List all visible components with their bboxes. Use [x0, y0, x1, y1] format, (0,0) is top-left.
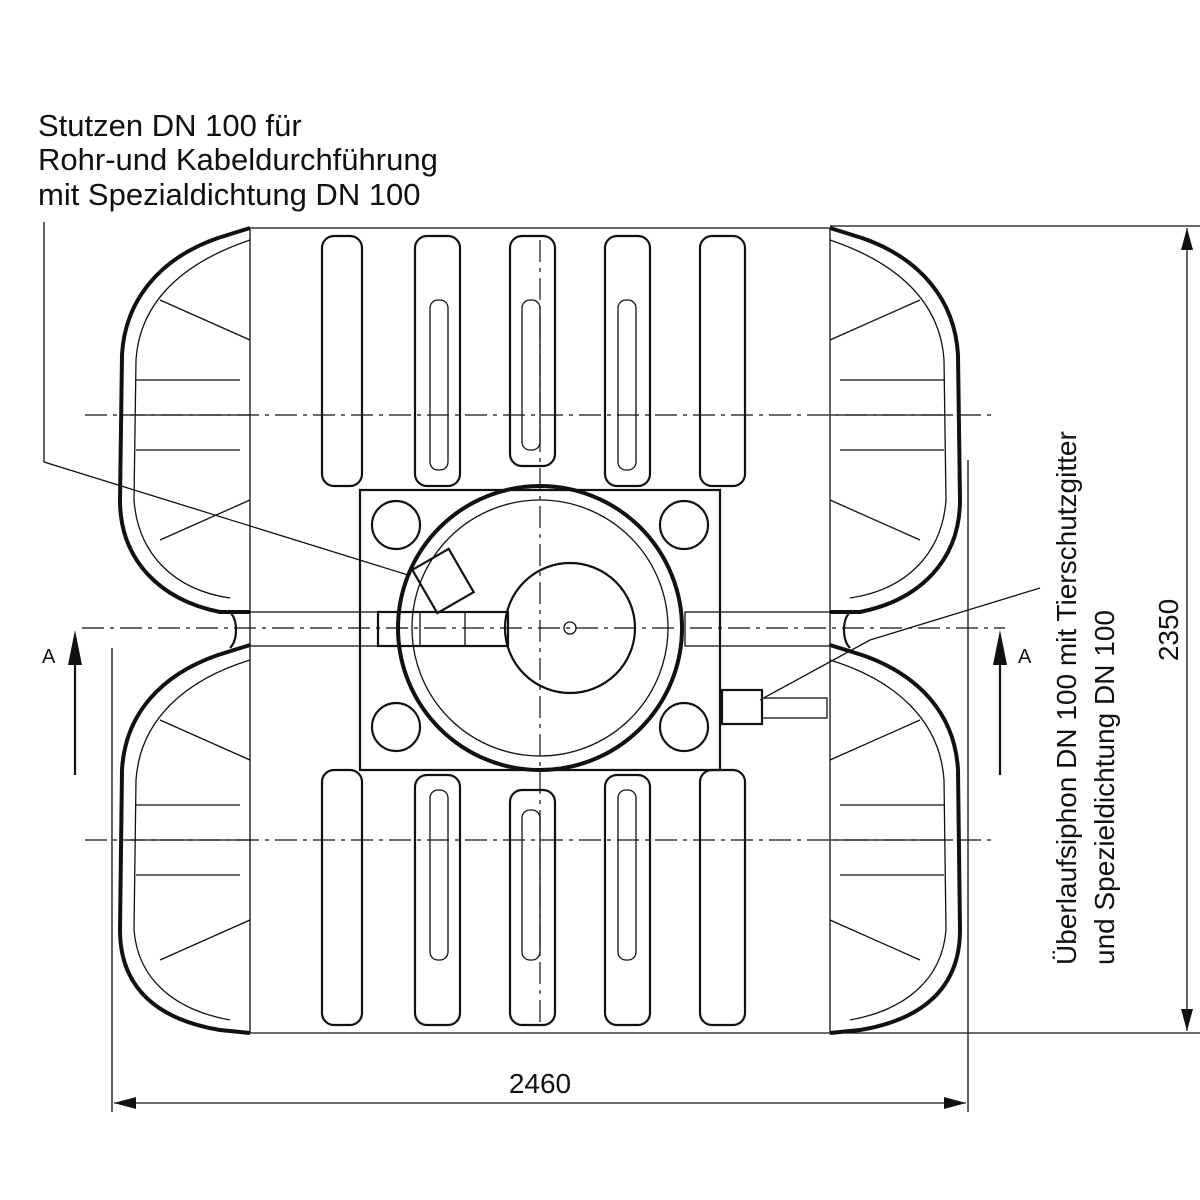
center-lines: [82, 240, 1005, 1025]
height-dimension: 2350: [830, 225, 1200, 1034]
inlet-callout: Stutzen DN 100 für Rohr-und Kabeldurchfü…: [38, 108, 438, 576]
inlet-callout-line-2: Rohr-und Kabeldurchführung: [38, 142, 438, 177]
section-marker-left: A: [42, 630, 82, 775]
overflow-callout-line-2: und Spezieldichtung DN 100: [1089, 610, 1120, 965]
overflow-callout-line-1: Überlaufsiphon DN 100 mit Tierschutzgitt…: [1051, 431, 1082, 965]
overflow-siphon: [720, 688, 828, 726]
inlet-callout-line-3: mit Spezialdichtung DN 100: [38, 177, 421, 212]
overflow-callout: Überlaufsiphon DN 100 mit Tierschutzgitt…: [1051, 431, 1120, 965]
width-dimension: 2460: [111, 460, 969, 1112]
width-dimension-value: 2460: [509, 1068, 571, 1099]
height-dimension-value: 2350: [1153, 599, 1184, 661]
central-shaft: [358, 484, 722, 772]
inlet-callout-line-1: Stutzen DN 100 für: [38, 108, 302, 143]
section-marker-right: A: [993, 630, 1032, 775]
waist-connectors: [229, 611, 851, 649]
section-label-right: A: [1018, 646, 1032, 668]
tank-upper-body: [117, 226, 963, 614]
tank-lower-body: [117, 643, 963, 1035]
inlet-leader-line: [43, 222, 409, 576]
section-label-left: A: [42, 646, 56, 668]
overflow-leader-line: [759, 587, 1041, 701]
